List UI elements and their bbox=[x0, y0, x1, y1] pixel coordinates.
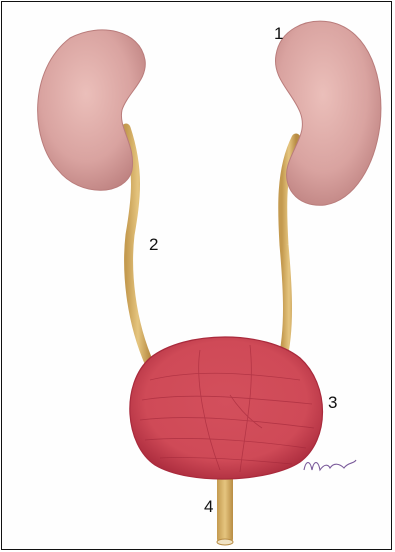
artist-signature bbox=[300, 454, 360, 478]
label-ureter: 2 bbox=[149, 235, 158, 255]
label-bladder: 3 bbox=[328, 393, 337, 413]
urethra bbox=[217, 470, 233, 542]
label-urethra: 4 bbox=[204, 497, 213, 517]
bladder bbox=[130, 337, 323, 479]
left-kidney bbox=[38, 30, 146, 190]
label-kidney: 1 bbox=[274, 24, 283, 44]
right-kidney bbox=[275, 21, 380, 205]
